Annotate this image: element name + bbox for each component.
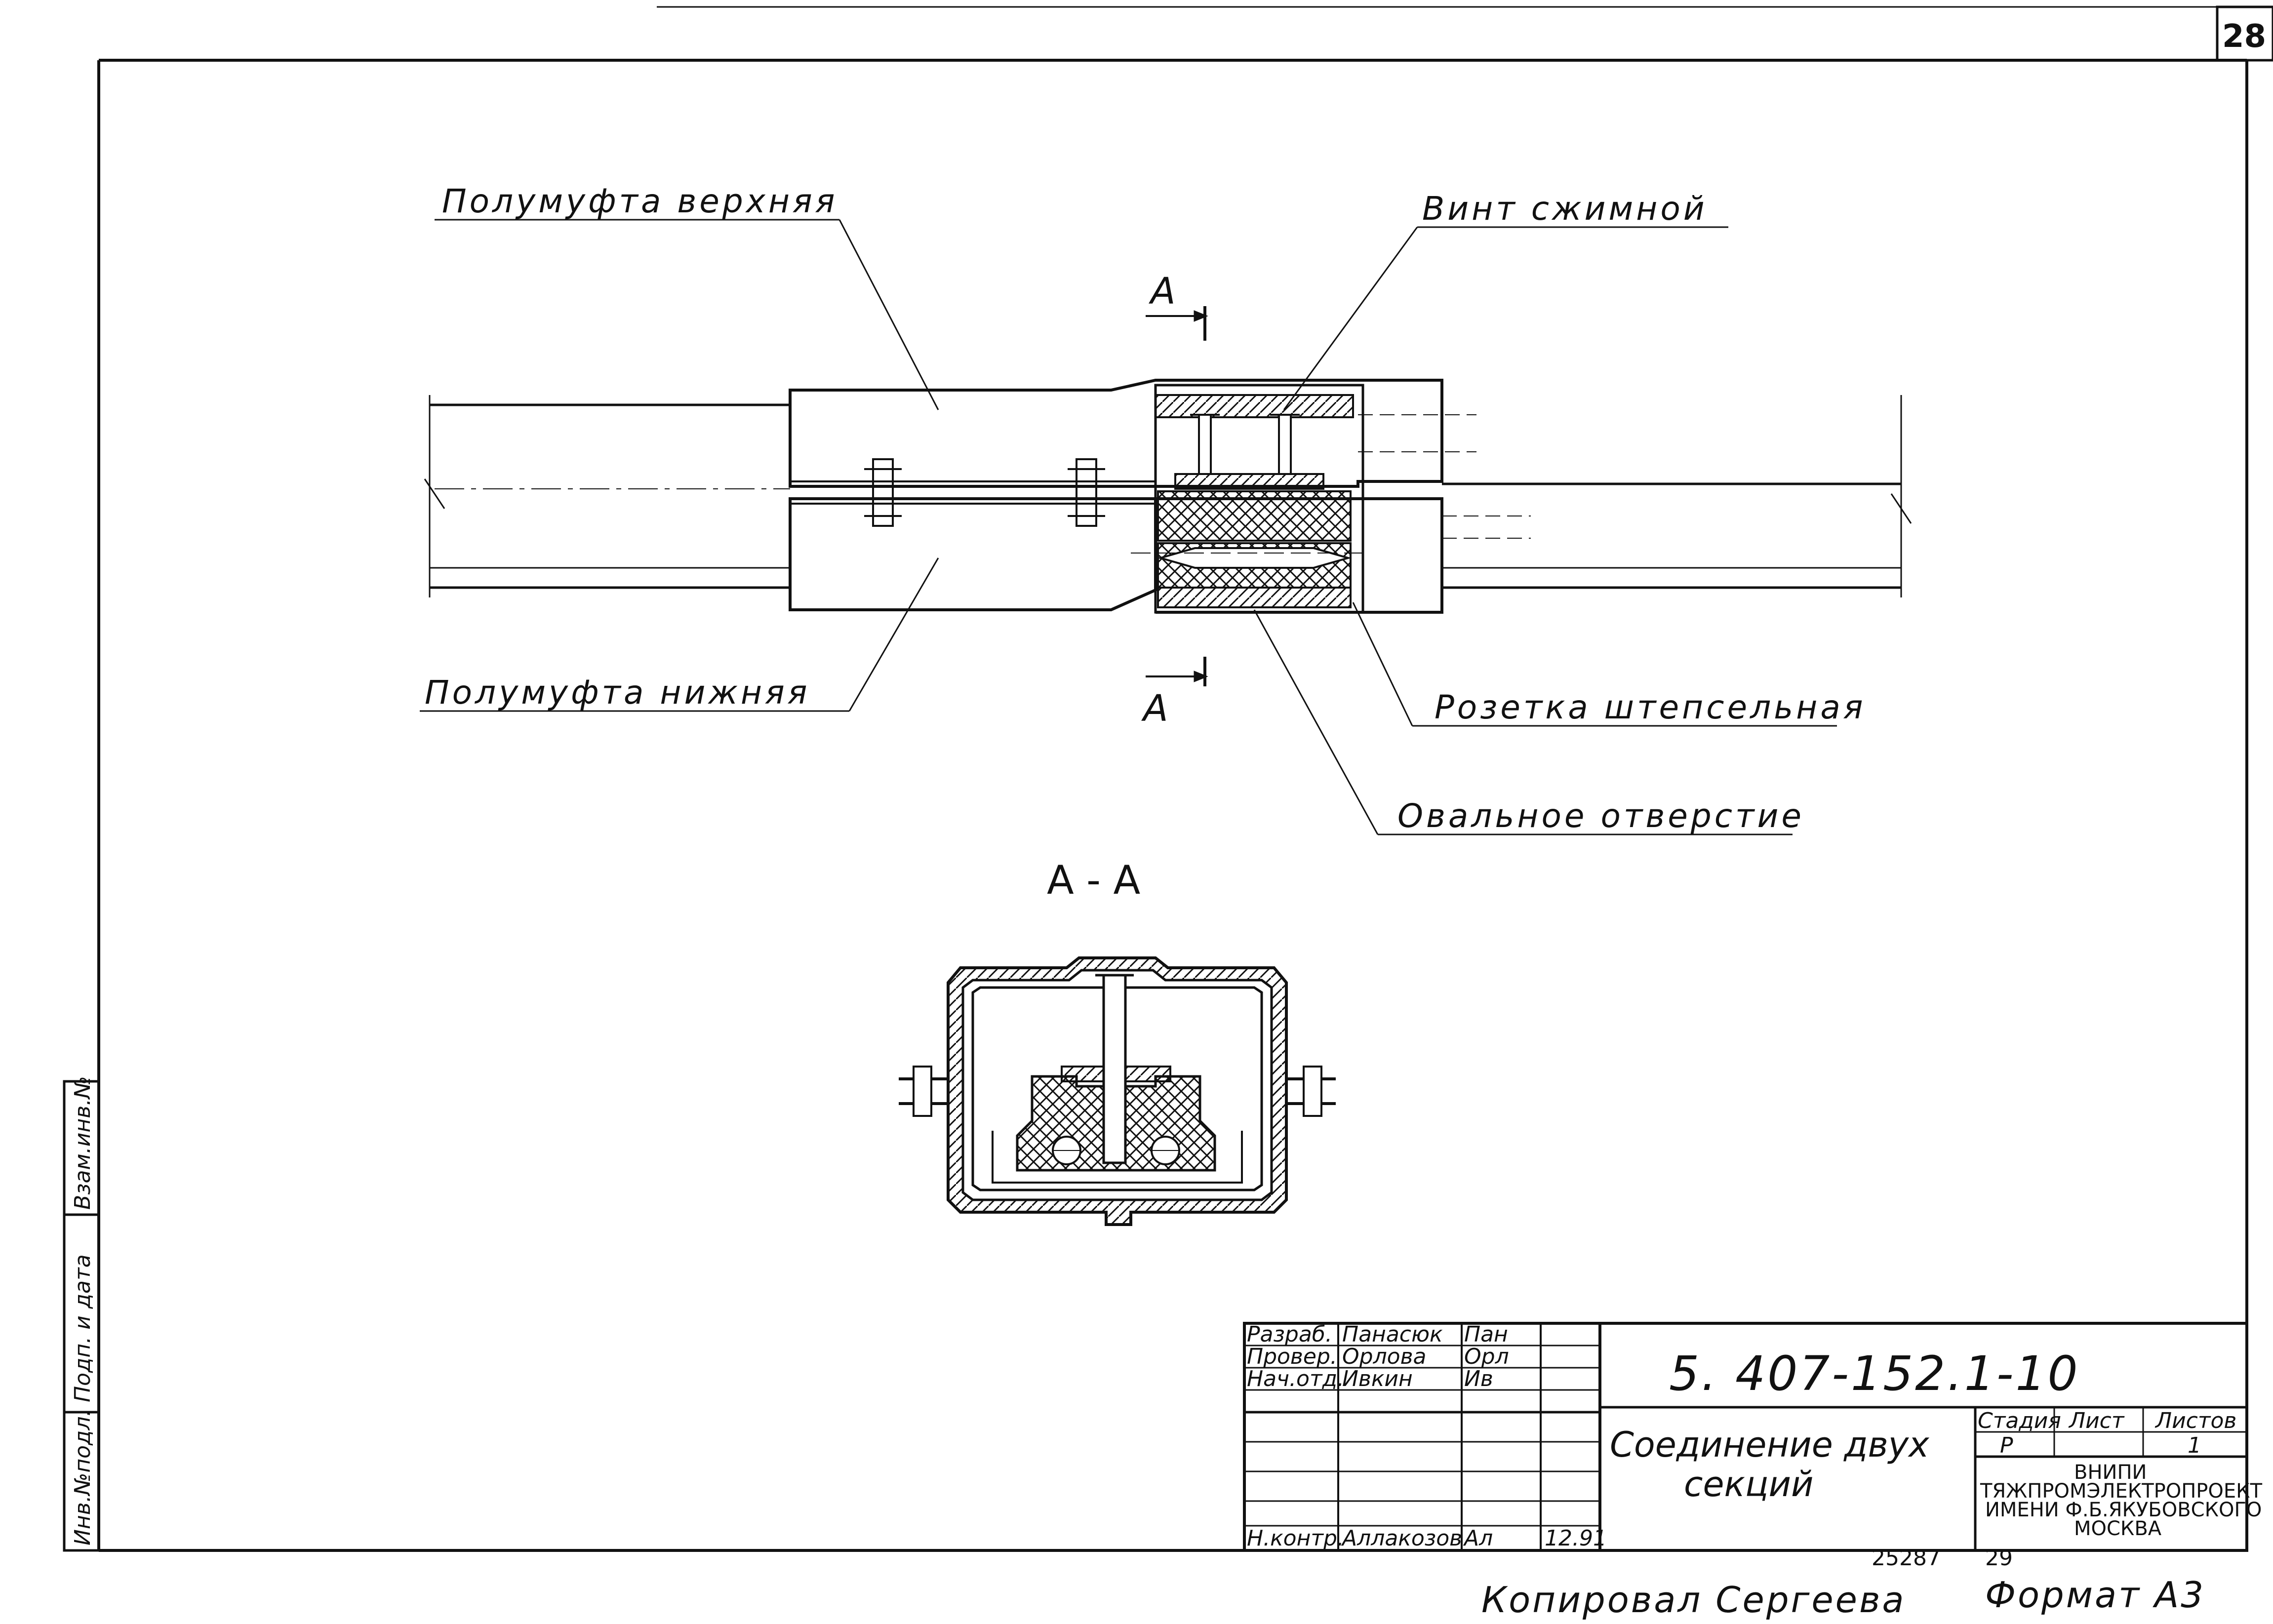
row-date-4: 12.91 <box>1545 1526 1607 1551</box>
org-line4: МОСКВА <box>2074 1517 2162 1540</box>
document-title-line2: секций <box>1684 1464 1813 1505</box>
row-role-2: Провер. <box>1247 1344 1337 1369</box>
side-stamp <box>63 1080 100 1552</box>
title-block-frame <box>1243 1322 2248 1552</box>
label-socket: Розетка штепсельная <box>1435 688 1866 726</box>
row-sign-3: Ив <box>1464 1366 1493 1391</box>
flange-bolt-right <box>1068 458 1105 527</box>
org-line3: ИМЕНИ Ф.Б.ЯКУБОВСКОГО <box>1985 1499 2262 1521</box>
stage-value: Р <box>2000 1433 2013 1458</box>
org-line1: ВНИПИ <box>2074 1461 2147 1484</box>
page-number: 28 <box>2222 18 2266 55</box>
sheet-header: Лист <box>2068 1408 2125 1433</box>
label-lower-half: Полумуфта нижняя <box>425 673 810 712</box>
coupling-side-view <box>424 306 1912 686</box>
copied-by: Копировал Сергеева <box>1481 1579 1906 1621</box>
section-aa-view <box>899 956 1336 1226</box>
flange-bolt-left <box>864 458 902 527</box>
label-upper-half: Полумуфта верхняя <box>442 182 837 220</box>
document-code: 5. 407-152.1-10 <box>1669 1346 2080 1401</box>
section-mark-top: А <box>1149 270 1176 313</box>
copy-number: 29 <box>1985 1545 2013 1571</box>
section-mark-bottom: А <box>1141 687 1168 730</box>
format-label: Формат А3 <box>1985 1574 2205 1616</box>
row-role-1: Разраб. <box>1247 1322 1332 1347</box>
row-role-3: Нач.отд. <box>1247 1366 1344 1391</box>
sheets-header: Листов <box>2154 1408 2236 1433</box>
leader-lines <box>420 219 1837 835</box>
org-line2: ТЯЖПРОМЭЛЕКТРОПРОЕКТ <box>1980 1480 2263 1503</box>
stage-header: Стадия <box>1978 1408 2061 1433</box>
row-sign-2: Орл <box>1464 1344 1509 1369</box>
side-stamp-inv-no: Инв.№подл. <box>70 1409 95 1545</box>
row-name-1: Панасюк <box>1342 1322 1443 1347</box>
row-sign-4: Ал <box>1463 1526 1493 1551</box>
label-oval-hole: Овальное отверстие <box>1397 797 1804 835</box>
row-name-4: Аллакозов <box>1341 1526 1462 1551</box>
side-stamp-replaces: Взам.инв.№ <box>70 1076 95 1210</box>
document-title-line1: Соединение двух <box>1610 1425 1929 1465</box>
row-name-2: Орлова <box>1342 1344 1427 1369</box>
row-name-3: Ивкин <box>1342 1366 1413 1391</box>
section-title: А - А <box>1047 857 1140 903</box>
sheets-value: 1 <box>2188 1433 2201 1458</box>
label-screw: Винт сжимной <box>1422 190 1708 228</box>
archive-number: 25287 <box>1872 1545 1941 1571</box>
side-stamp-sign-date: Подп. и дата <box>70 1254 95 1402</box>
sheet-frame <box>97 5 2273 1552</box>
row-sign-1: Пан <box>1464 1322 1508 1347</box>
row-role-4: Н.контр. <box>1247 1526 1344 1551</box>
